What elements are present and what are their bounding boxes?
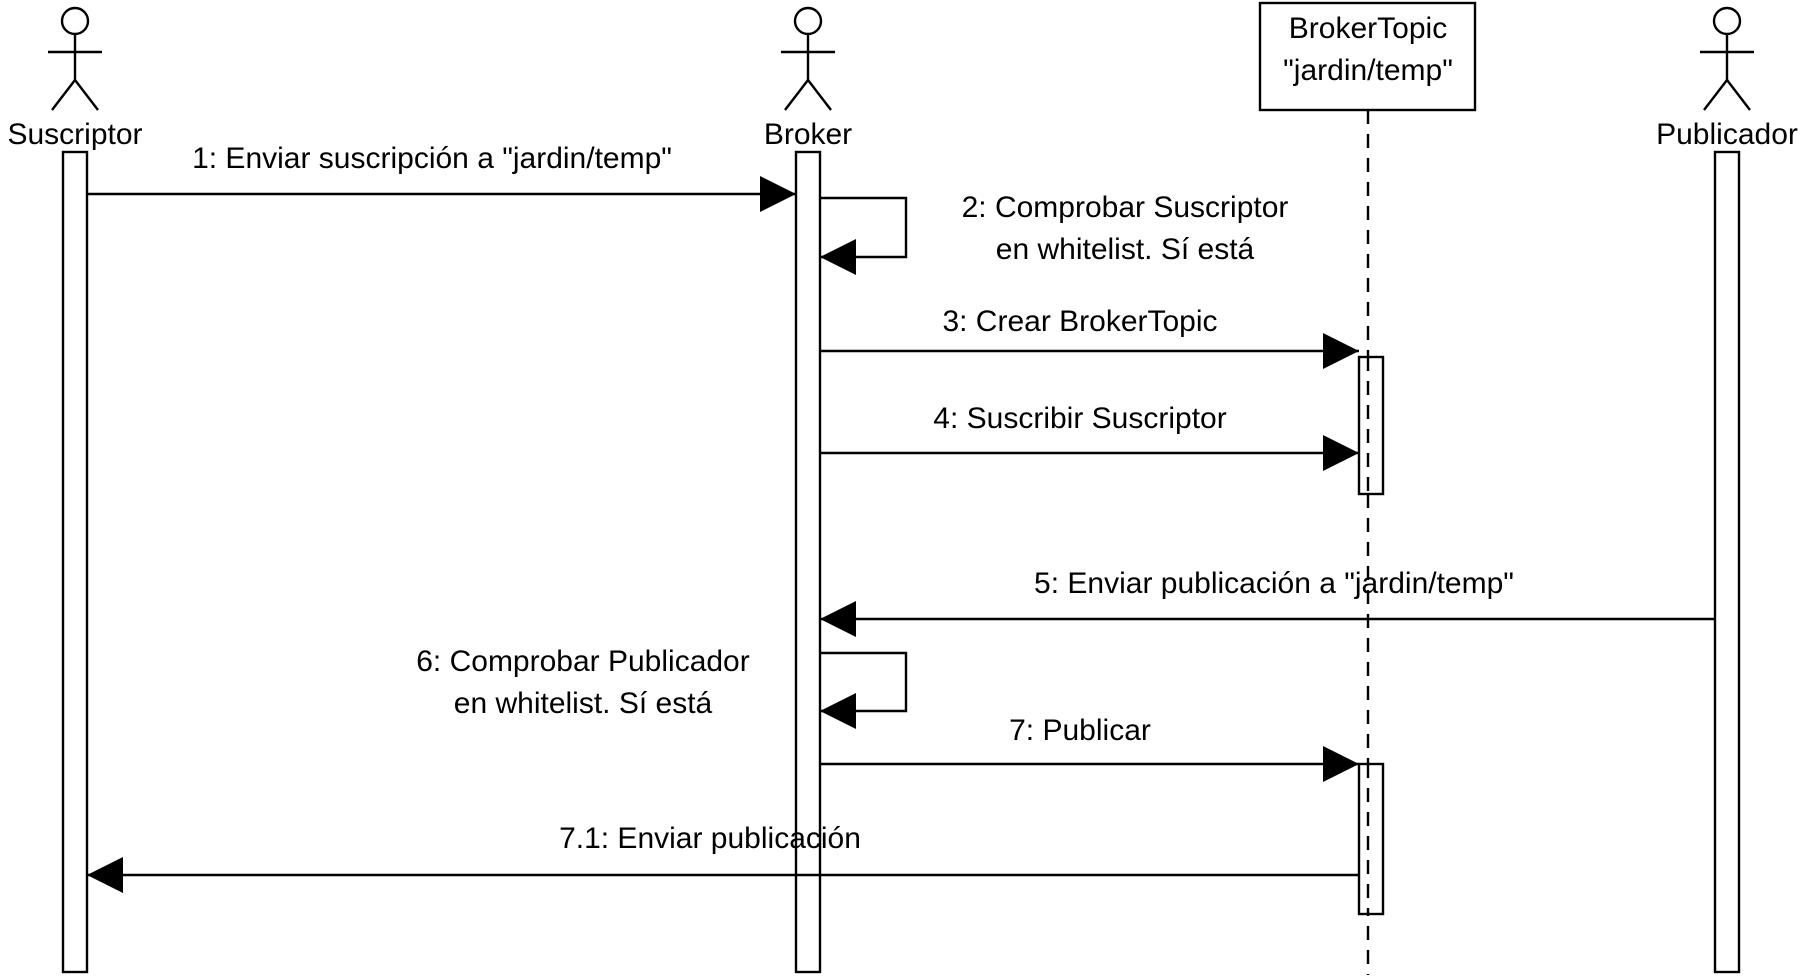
message-2-label-line-1: 2: Comprobar Suscriptor	[962, 191, 1289, 224]
arrowhead-icon	[820, 601, 856, 637]
stick-figure-icon	[48, 6, 102, 111]
message-5: 5: Enviar publicación a "jardin/temp"	[820, 567, 1715, 637]
message-2-label-line-2: en whitelist. Sí está	[996, 233, 1255, 266]
message-4: 4: Suscribir Suscriptor	[820, 402, 1359, 471]
actor-publicador: Publicador	[1656, 6, 1798, 151]
actor-label-suscriptor: Suscriptor	[7, 118, 142, 151]
arrowhead-icon	[1323, 333, 1359, 369]
lifeline-suscriptor	[61, 150, 89, 974]
message-1: 1: Enviar suscripción a "jardin/temp"	[87, 142, 796, 212]
actor-broker: Broker	[764, 6, 852, 151]
message-6-arrow	[820, 651, 908, 713]
activation-brokertopic-1	[1357, 355, 1385, 496]
object-brokertopic: BrokerTopic "jardin/temp"	[1258, 1, 1477, 112]
message-7-1-label: 7.1: Enviar publicación	[559, 822, 861, 855]
actor-suscriptor: Suscriptor	[7, 6, 143, 151]
message-7-1: 7.1: Enviar publicación	[87, 822, 1359, 893]
object-label-line-2: "jardin/temp"	[1283, 54, 1453, 87]
arrowhead-icon	[760, 176, 796, 212]
message-7-label: 7: Publicar	[1009, 714, 1151, 747]
lifeline-publicador	[1713, 150, 1741, 974]
message-2: 2: Comprobar Suscriptor en whitelist. Sí…	[820, 191, 1288, 275]
actor-label-broker: Broker	[764, 118, 852, 151]
arrowhead-icon	[1323, 435, 1359, 471]
message-5-label: 5: Enviar publicación a "jardin/temp"	[1034, 567, 1514, 600]
object-label-line-1: BrokerTopic	[1289, 12, 1447, 45]
activation-brokertopic-2	[1357, 762, 1385, 916]
message-6: 6: Comprobar Publicador en whitelist. Sí…	[416, 645, 908, 729]
message-6-label-line-2: en whitelist. Sí está	[454, 687, 713, 720]
message-4-label: 4: Suscribir Suscriptor	[933, 402, 1226, 435]
message-2-arrow	[820, 196, 908, 259]
arrowhead-icon	[87, 857, 123, 893]
arrowhead-icon	[820, 693, 856, 729]
lifeline-broker	[794, 150, 822, 974]
stick-figure-icon	[1700, 6, 1754, 111]
actor-label-publicador: Publicador	[1656, 118, 1798, 151]
arrowhead-icon	[820, 239, 856, 275]
arrowhead-icon	[1323, 746, 1359, 782]
message-3: 3: Crear BrokerTopic	[820, 305, 1359, 369]
message-6-label-line-1: 6: Comprobar Publicador	[416, 645, 750, 678]
message-3-label: 3: Crear BrokerTopic	[942, 305, 1217, 338]
stick-figure-icon	[781, 6, 835, 111]
message-7: 7: Publicar	[820, 714, 1359, 782]
message-1-label: 1: Enviar suscripción a "jardin/temp"	[192, 142, 672, 175]
